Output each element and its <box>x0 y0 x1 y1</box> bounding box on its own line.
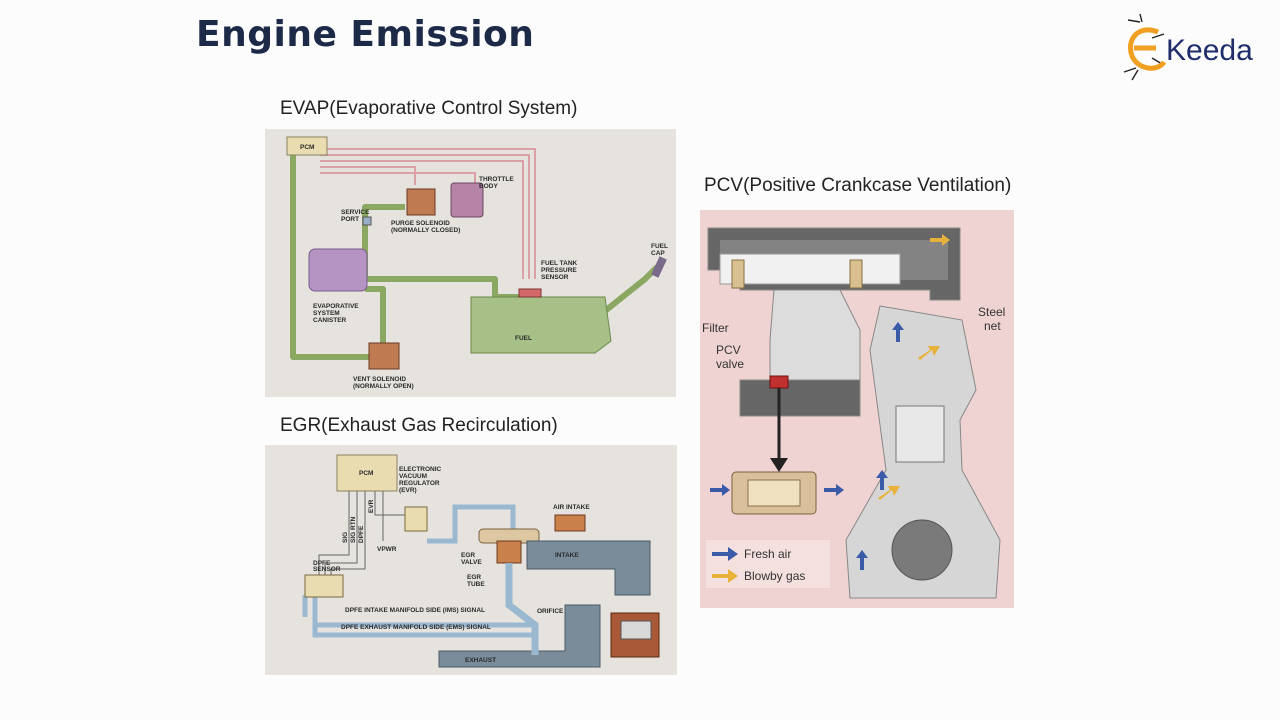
vpwr-label: VPWR <box>377 546 397 553</box>
egr-valve-label-2: VALVE <box>461 559 482 566</box>
purge-label-1: PURGE SOLENOID <box>391 220 450 227</box>
evr-label-2: VACUUM <box>399 473 427 480</box>
sig-rtn-label: SIG RTN <box>350 516 357 543</box>
ims-signal-label: DPFE INTAKE MANIFOLD SIDE (IMS) SIGNAL <box>345 607 485 614</box>
pcv-valve-label-2: valve <box>716 357 744 371</box>
vent-label-1: VENT SOLENOID <box>353 376 406 383</box>
egr-caption: EGR(Exhaust Gas Recirculation) <box>280 415 558 436</box>
steel-net-label-2: net <box>984 319 1001 333</box>
steel-net-label-1: Steel <box>978 305 1005 319</box>
pcv-diagram: Filter Steel net PCV valve Fresh air Blo… <box>700 210 1014 608</box>
pcv-caption: PCV(Positive Crankcase Ventilation) <box>704 175 1012 196</box>
egr-tube-label-1: EGR <box>467 574 481 581</box>
evr-wire-label: EVR <box>368 499 375 513</box>
fts-label-3: SENSOR <box>541 274 569 281</box>
fresh-air-arrow-icon <box>712 547 738 561</box>
orifice-label: ORIFICE <box>537 608 564 615</box>
canister-label-2: SYSTEM <box>313 310 340 317</box>
evr-label-4: (EVR) <box>399 487 417 494</box>
dpfe-wire-label: DPFE <box>358 525 365 543</box>
fuel-cap-label-1: FUEL <box>651 243 668 250</box>
dpfe-sensor-label-1: DPFE <box>313 560 331 567</box>
intake-label: INTAKE <box>555 552 579 559</box>
evap-pcm-label: PCM <box>300 144 314 151</box>
blowby-gas-label: Blowby gas <box>744 569 805 583</box>
evr-label-1: ELECTRONIC <box>399 466 442 473</box>
egr-valve-label-1: EGR <box>461 552 475 559</box>
service-port-label-1: SERVICE <box>341 209 370 216</box>
slide-title: Engine Emission <box>196 14 535 55</box>
filter-label: Filter <box>702 321 729 335</box>
egr-tube-label-2: TUBE <box>467 581 485 588</box>
pcv-valve-label-1: PCV <box>716 343 741 357</box>
sig-label: SIG <box>342 532 349 543</box>
canister-label-1: EVAPORATIVE <box>313 303 359 310</box>
evap-diagram: PCM THROTTLE BODY PURGE SOLENOID (NORMAL… <box>265 129 676 397</box>
fresh-air-label: Fresh air <box>744 547 791 561</box>
exhaust-label: EXHAUST <box>465 657 496 664</box>
dpfe-sensor-label-2: SENSOR <box>313 566 341 573</box>
fuel-cap-label-2: CAP <box>651 250 665 257</box>
fts-label-1: FUEL TANK <box>541 260 578 267</box>
fuel-label: FUEL <box>515 335 532 342</box>
throttle-body-label-2: BODY <box>479 183 498 190</box>
canister-label-3: CANISTER <box>313 317 347 324</box>
logo-text: Keeda <box>1166 34 1253 67</box>
vent-label-2: (NORMALLY OPEN) <box>353 383 414 390</box>
egr-pcm-label: PCM <box>359 470 373 477</box>
service-port-label-2: PORT <box>341 216 359 223</box>
ems-signal-label: DPFE EXHAUST MANIFOLD SIDE (EMS) SIGNAL <box>341 624 491 631</box>
ekeeda-logo: Keeda <box>1118 10 1273 90</box>
blowby-gas-arrow-icon <box>712 569 738 583</box>
evr-label-3: REGULATOR <box>399 480 440 487</box>
throttle-body-label-1: THROTTLE <box>479 176 514 183</box>
purge-label-2: (NORMALLY CLOSED) <box>391 227 460 234</box>
egr-diagram: PCM ELECTRONIC VACUUM REGULATOR (EVR) SI… <box>265 445 677 675</box>
fts-label-2: PRESSURE <box>541 267 577 274</box>
evap-caption: EVAP(Evaporative Control System) <box>280 98 578 119</box>
air-intake-label: AIR INTAKE <box>553 504 590 511</box>
